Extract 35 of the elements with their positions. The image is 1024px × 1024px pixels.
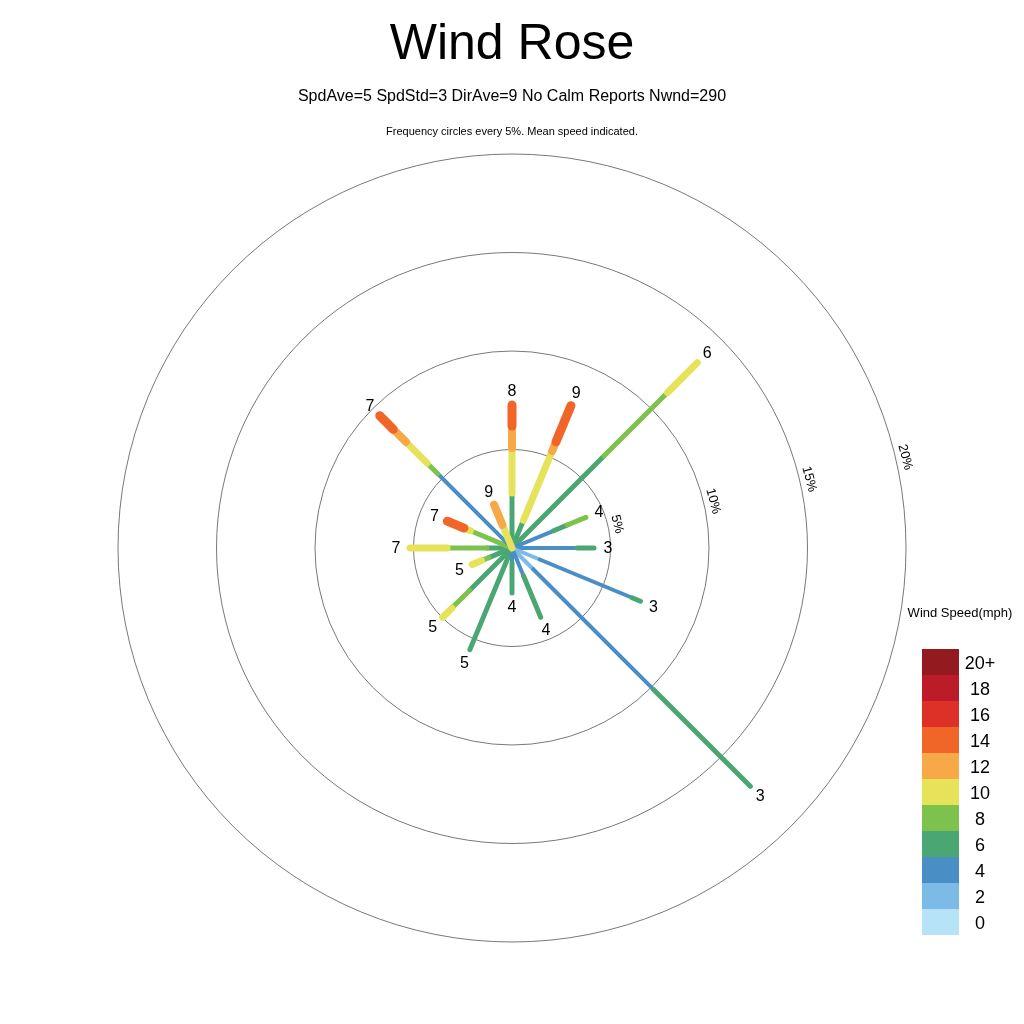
mean-speed-label: 5 xyxy=(460,654,469,671)
legend-label: 14 xyxy=(970,732,990,750)
mean-speed-label: 4 xyxy=(594,504,604,520)
chart-note: Frequency circles every 5%. Mean speed indicated. xyxy=(386,125,638,137)
mean-speed-label: 3 xyxy=(648,598,658,615)
mean-speed-label: 9 xyxy=(571,384,581,401)
mean-speed-label: 7 xyxy=(391,540,401,556)
ring-label: 10% xyxy=(704,487,724,516)
chart-title: Wind Rose xyxy=(389,17,635,67)
legend-title: Wind Speed(mph) xyxy=(907,605,1013,619)
legend-label: 18 xyxy=(970,680,990,698)
legend-label: 0 xyxy=(975,914,985,932)
ring-label: 15% xyxy=(800,465,820,494)
mean-speed-label: 3 xyxy=(603,540,613,556)
legend-label: 16 xyxy=(970,706,990,724)
legend-label: 6 xyxy=(975,836,985,854)
ring-label: 5% xyxy=(609,512,627,535)
mean-speed-label: 4 xyxy=(541,622,551,639)
mean-speed-label: 6 xyxy=(702,344,712,361)
legend-label: 20+ xyxy=(964,654,996,672)
legend-label: 12 xyxy=(970,758,990,776)
statistics-line: SpdAve=5 SpdStd=3 DirAve=9 No Calm Reports Nwnd=290 xyxy=(297,88,727,104)
ring-label: 20% xyxy=(896,442,916,472)
mean-speed-label: 7 xyxy=(429,507,439,524)
legend-label: 4 xyxy=(975,862,985,880)
legend-label: 8 xyxy=(975,810,985,828)
legend-label: 10 xyxy=(970,784,990,802)
mean-speed-label: 4 xyxy=(507,599,517,615)
legend-label: 2 xyxy=(975,888,985,906)
mean-speed-label: 9 xyxy=(484,483,494,500)
mean-speed-label: 3 xyxy=(755,788,765,805)
mean-speed-label: 8 xyxy=(507,383,517,399)
mean-speed-label: 5 xyxy=(428,619,438,636)
mean-speed-label: 7 xyxy=(365,397,375,414)
mean-speed-label: 5 xyxy=(454,561,464,578)
